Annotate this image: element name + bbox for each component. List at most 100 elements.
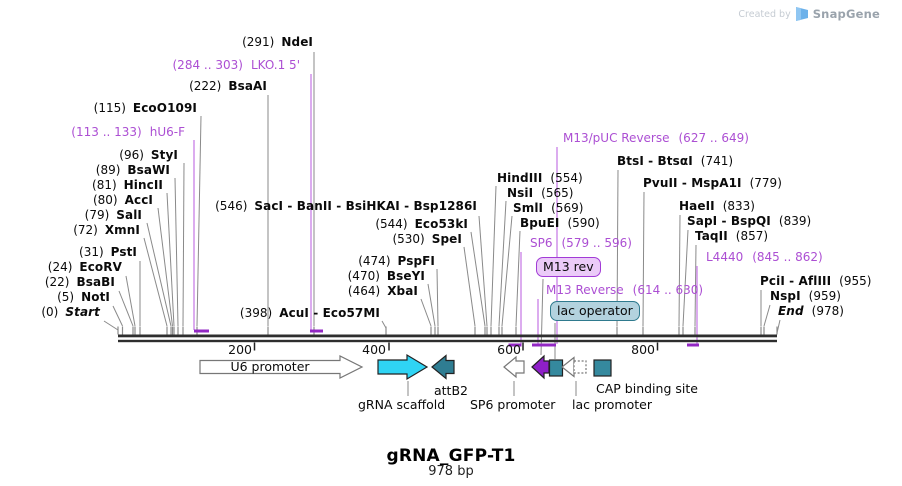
primer-label-sp6[interactable]: SP6(579 .. 596) <box>530 236 632 250</box>
primer-bar-hu6f[interactable] <box>194 329 209 333</box>
primer-label-lko1[interactable]: (284 .. 303)LKO.1 5' <box>172 58 301 72</box>
primer-label-l4440[interactable]: L4440(845 .. 862) <box>706 250 823 264</box>
connector-line <box>501 215 513 327</box>
site-label-nsii[interactable]: NsiI(565) <box>507 186 574 200</box>
m13-rev-primer-arrow[interactable] <box>531 354 550 380</box>
site-label-taqii[interactable]: TaqII(857) <box>695 229 769 243</box>
site-label-pvuii-group[interactable]: PvuII - MspA1I(779) <box>643 176 782 190</box>
connector-line <box>427 283 436 327</box>
site-label-eco53ki[interactable]: (544)Eco53kI <box>375 217 468 231</box>
primer-bar-sp6[interactable] <box>508 343 522 347</box>
site-label-hindiii[interactable]: HindIII(554) <box>497 171 583 185</box>
connector-line <box>146 222 172 327</box>
cap-binding-site-box[interactable] <box>593 359 612 377</box>
site-label-end[interactable]: End(978) <box>778 304 844 318</box>
site-label-saci-group[interactable]: (546)SacI - BanII - BsiHKAI - Bsp1286I <box>215 199 477 213</box>
site-label-bseyi[interactable]: (470)BseYI <box>347 269 425 283</box>
connector-line <box>540 278 544 356</box>
primer-label-hu6f[interactable]: (113 .. 133)hU6-F <box>71 125 185 139</box>
site-label-pspfi[interactable]: (474)PspFI <box>358 254 435 268</box>
connector-line <box>166 192 175 327</box>
connector-line <box>157 207 173 327</box>
lac-operator-feature-tag[interactable]: lac operator <box>550 301 640 321</box>
site-label-ecoo109i[interactable]: (115)EcoO109I <box>93 101 197 115</box>
primer-bar-m13[interactable] <box>532 343 556 347</box>
site-label-bsawi[interactable]: (89)BsaWI <box>95 163 170 177</box>
site-label-bpuei[interactable]: BpuEI(590) <box>520 216 600 230</box>
site-label-psti[interactable]: (31)PstI <box>79 245 137 259</box>
site-label-ndei[interactable]: (291)NdeI <box>242 35 313 49</box>
connector-line <box>678 214 681 327</box>
site-label-pcii-group[interactable]: PciI - AflIII(955) <box>760 274 872 288</box>
attb2-arrow[interactable] <box>431 354 455 380</box>
site-label-sali[interactable]: (79)SalI <box>84 208 142 222</box>
lac-promoter-arrowhead[interactable] <box>561 356 575 378</box>
connector-line <box>616 169 619 327</box>
watermark-brand: SnapGene <box>812 7 880 21</box>
u6-promoter-label[interactable]: U6 promoter <box>230 359 310 374</box>
connector-line <box>103 320 119 331</box>
site-label-haeii[interactable]: HaeII(833) <box>679 199 755 213</box>
connector-line <box>125 275 136 327</box>
cap-binding-site-label[interactable]: CAP binding site <box>596 381 698 396</box>
ruler-label-200: 200 <box>228 342 252 357</box>
enzyme-ticks <box>117 326 778 335</box>
m13-rev-feature-tag[interactable]: M13 rev <box>536 257 601 277</box>
connector-line <box>515 230 521 327</box>
site-label-styi[interactable]: (96)StyI <box>119 148 178 162</box>
connector-line <box>682 229 689 327</box>
plasmid-size: 978 bp <box>428 464 474 479</box>
connector-line <box>118 290 134 327</box>
site-label-acci[interactable]: (80)AccI <box>92 193 153 207</box>
site-label-nspi[interactable]: NspI(959) <box>770 289 841 303</box>
connector-line <box>763 304 771 327</box>
site-label-ecorv[interactable]: (24)EcoRV <box>47 260 122 274</box>
site-label-noti[interactable]: (5)NotI <box>57 290 110 304</box>
primer-bar-lko1[interactable] <box>310 329 323 333</box>
connector-line <box>182 162 185 327</box>
ruler-label-400: 400 <box>362 342 386 357</box>
connector-lines <box>103 52 781 396</box>
connector-line <box>490 185 497 327</box>
sp6-promoter-label[interactable]: SP6 promoter <box>470 397 556 412</box>
backbone-line[interactable] <box>118 339 777 343</box>
site-label-hincii[interactable]: (81)HincII <box>92 178 163 192</box>
grna-scaffold-arrow[interactable] <box>377 353 429 381</box>
lac-promoter-arrow-body[interactable] <box>573 360 587 374</box>
site-label-acui-group[interactable]: (398)AcuI - Eco57MI <box>239 306 380 320</box>
site-label-xmni[interactable]: (72)XmnI <box>73 223 140 237</box>
snapgene-logo-icon <box>795 7 808 21</box>
lac-operator-box[interactable] <box>548 359 564 377</box>
site-label-btsi-group[interactable]: BtsI - BtsαI(741) <box>617 154 734 168</box>
connector-line <box>112 305 123 327</box>
connector-line <box>694 244 697 327</box>
ruler-label-800: 800 <box>631 342 655 357</box>
connector-line <box>470 231 486 327</box>
connector-line <box>381 320 387 329</box>
lac-promoter-label[interactable]: lac promoter <box>572 397 652 412</box>
primer-label-m13-reverse[interactable]: M13 Reverse(614 .. 630) <box>546 283 704 297</box>
site-label-sapi-group[interactable]: SapI - BspQI(839) <box>687 214 812 228</box>
primer-bar-l4440[interactable] <box>687 343 699 347</box>
site-label-bsaai[interactable]: (222)BsaAI <box>189 79 267 93</box>
grna-scaffold-label[interactable]: gRNA scaffold <box>358 397 446 412</box>
watermark: Created by SnapGene <box>738 6 880 22</box>
connector-line <box>463 246 476 327</box>
connector-line <box>642 191 645 327</box>
u6-promoter-arrow[interactable] <box>199 355 364 379</box>
backbone-line[interactable] <box>118 334 777 338</box>
site-label-xbai[interactable]: (464)XbaI <box>347 284 418 298</box>
connector-line <box>478 215 488 327</box>
ruler-label-600: 600 <box>497 342 521 357</box>
attb2-label[interactable]: attB2 <box>434 383 468 398</box>
primer-label-m13puc-reverse[interactable]: M13/pUC Reverse(627 .. 649) <box>563 131 749 145</box>
site-label-bsabi[interactable]: (22)BsaBI <box>44 275 115 289</box>
sp6-promoter-arrow[interactable] <box>503 355 525 379</box>
ruler-ticks <box>253 342 659 351</box>
site-label-spei[interactable]: (530)SpeI <box>392 232 462 246</box>
site-label-start[interactable]: (0)Start <box>41 305 100 319</box>
site-label-smli[interactable]: SmlI(569) <box>513 201 584 215</box>
connector-line <box>420 298 432 327</box>
connector-line <box>498 200 507 327</box>
